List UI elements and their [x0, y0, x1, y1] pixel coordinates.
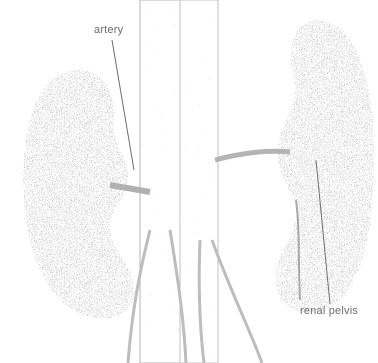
artery-label: artery	[94, 24, 123, 36]
right-kidney	[275, 20, 374, 313]
left-kidney	[23, 70, 133, 318]
renal-pelvis-label: renal pelvis	[300, 305, 358, 317]
